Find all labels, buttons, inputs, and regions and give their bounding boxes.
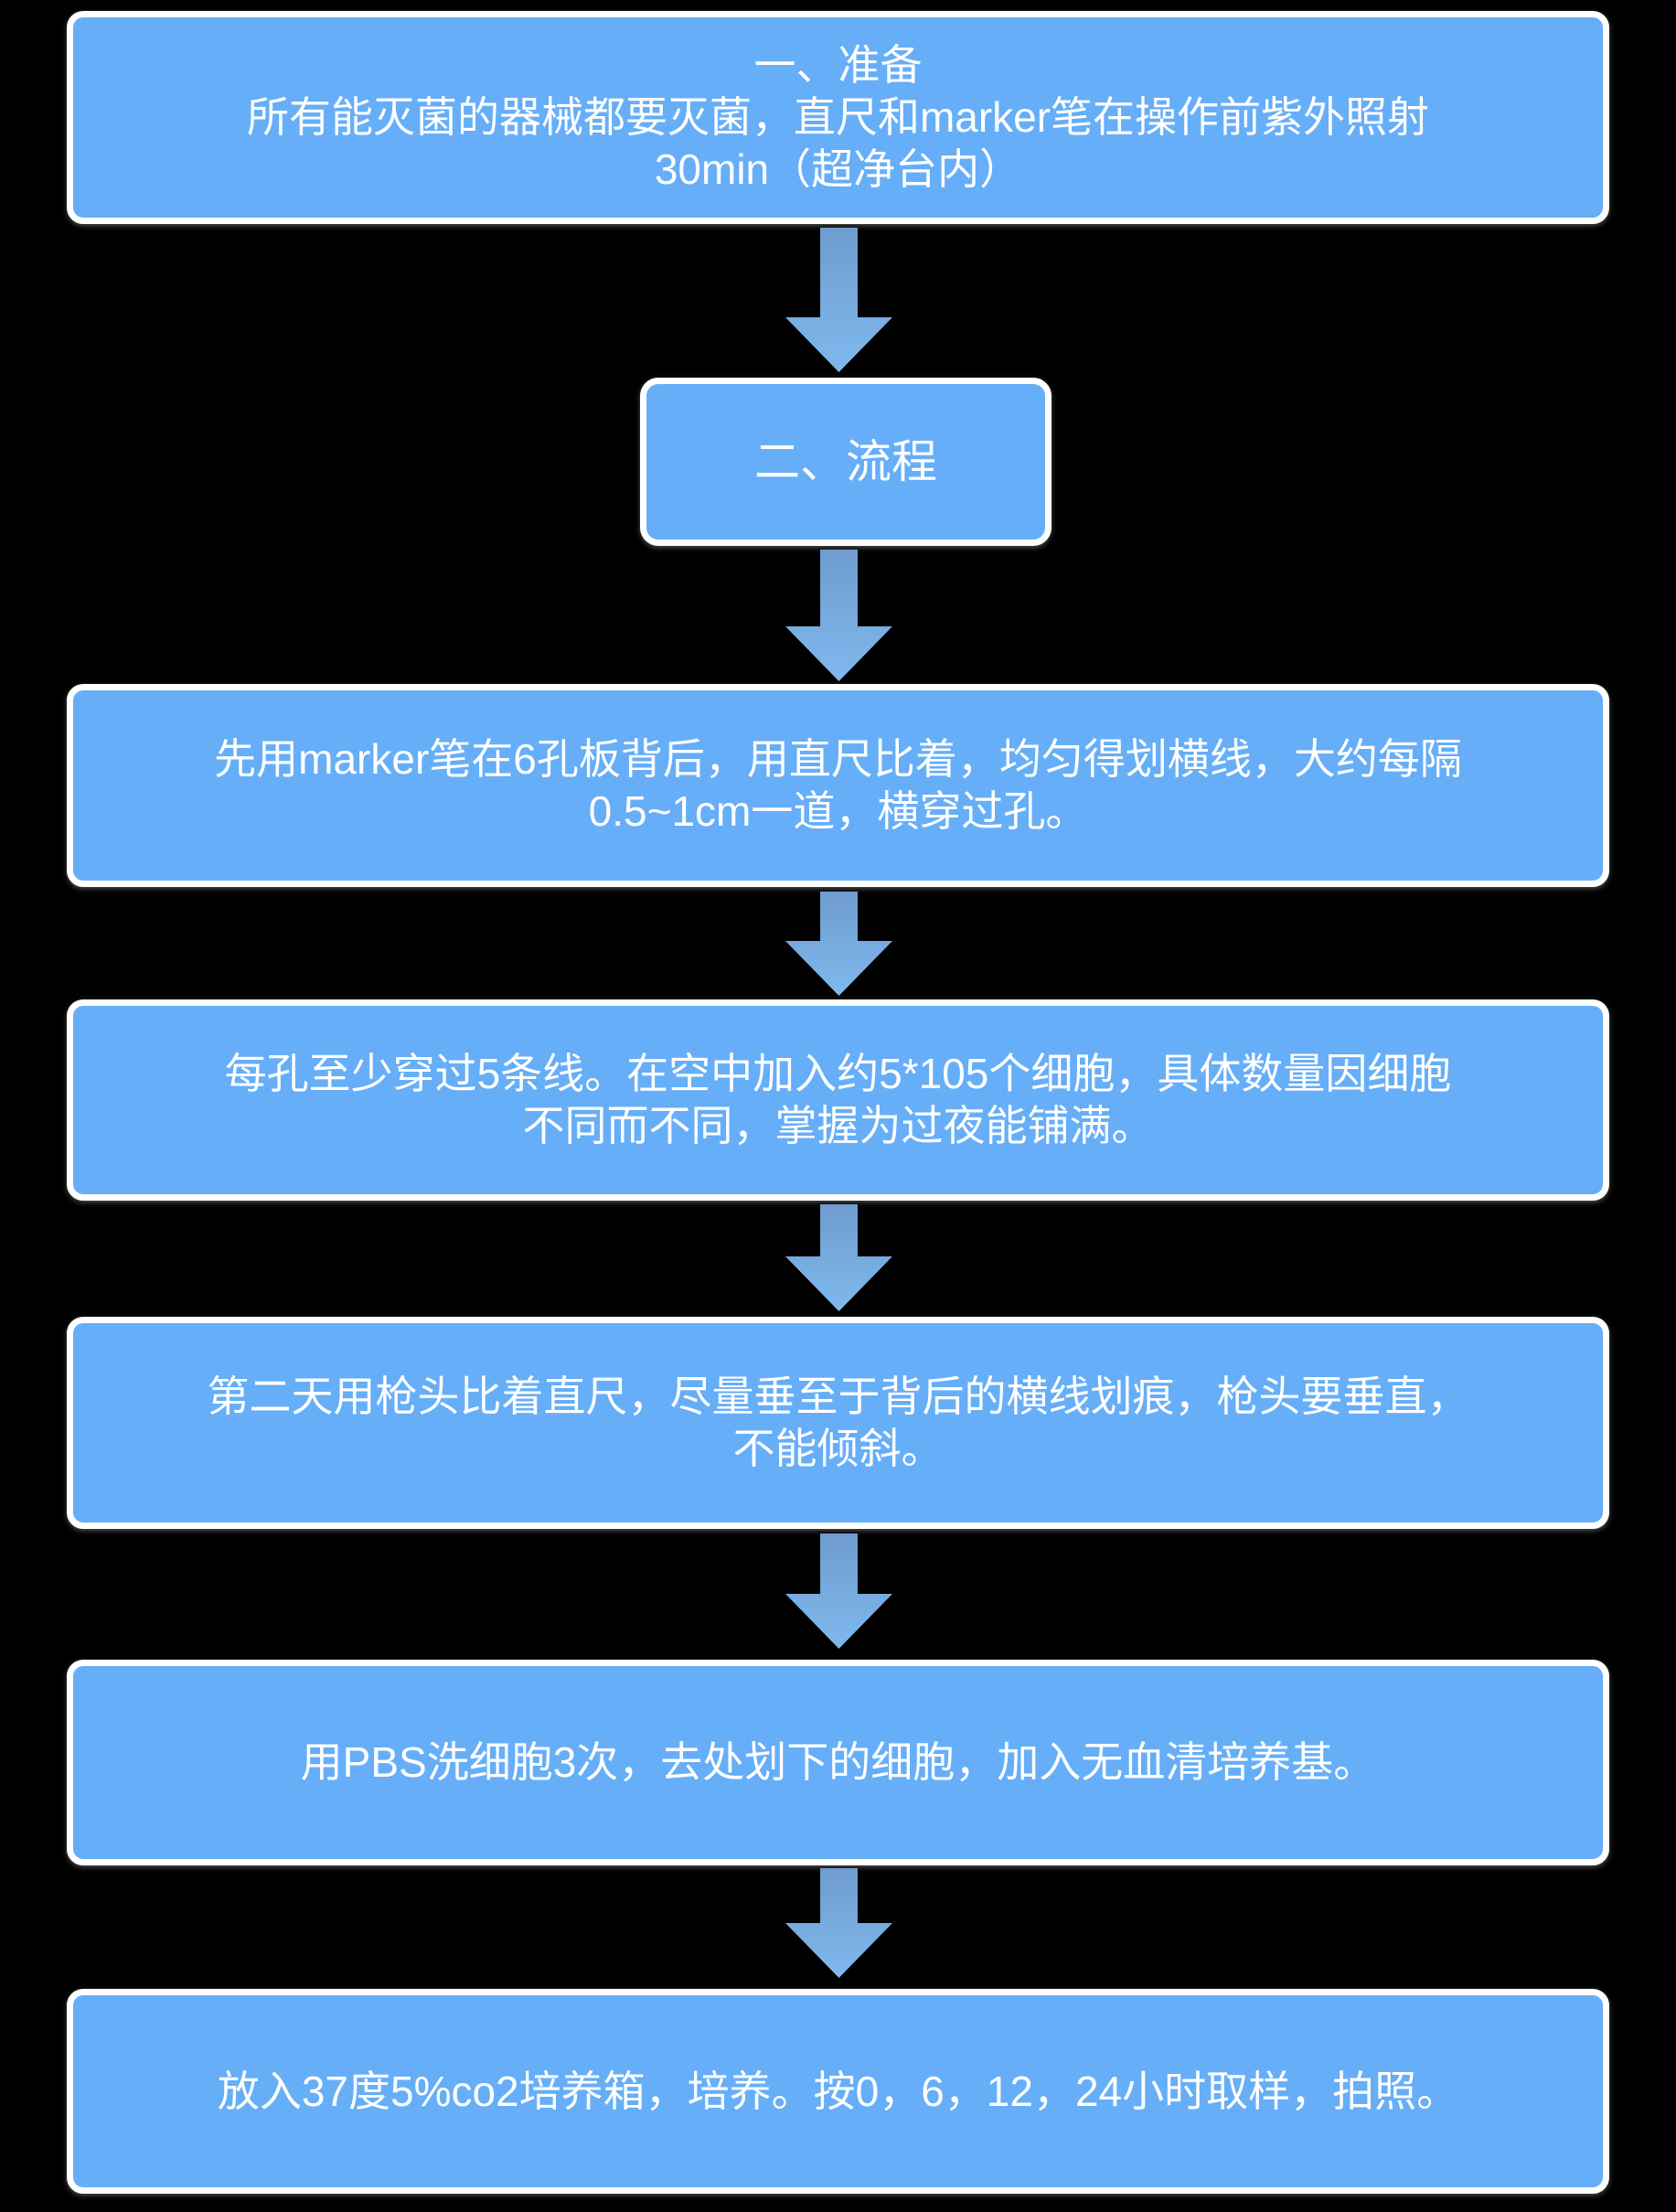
step-text-line: 30min（超净台内） [654, 145, 1022, 193]
step-text-line: 一、准备 [753, 41, 923, 89]
flow-step-incubate: 放入37度5%co2培养箱，培养。按0，6，12，24小时取样，拍照。 [67, 1989, 1609, 2194]
flow-step-wash: 用PBS洗细胞3次，去处划下的细胞，加入无血清培养基。 [67, 1660, 1609, 1865]
step-text-line: 先用marker笔在6孔板背后，用直尺比着，均匀得划横线，大约每隔 [214, 735, 1462, 783]
down-arrow-icon [785, 892, 892, 996]
flow-step-seed-cells: 每孔至少穿过5条线。在空中加入约5*105个细胞，具体数量因细胞 不同而不同，掌… [67, 999, 1609, 1201]
down-arrow-icon [785, 228, 892, 372]
flow-step-draw-lines: 先用marker笔在6孔板背后，用直尺比着，均匀得划横线，大约每隔 0.5~1c… [67, 684, 1609, 887]
step-text-line: 所有能灭菌的器械都要灭菌，直尺和marker笔在操作前紫外照射 [246, 93, 1430, 141]
flow-step-scratch: 第二天用枪头比着直尺，尽量垂至于背后的横线划痕，枪头要垂直， 不能倾斜。 [67, 1317, 1609, 1529]
down-arrow-icon [785, 1204, 892, 1311]
down-arrow-icon [785, 550, 892, 681]
step-text-line: 不能倾斜。 [732, 1425, 944, 1472]
step-text-line: 0.5~1cm一道，横穿过孔。 [588, 787, 1088, 835]
step-text-line: 用PBS洗细胞3次，去处划下的细胞，加入无血清培养基。 [300, 1738, 1376, 1786]
step-text-line: 第二天用枪头比着直尺，尽量垂至于背后的横线划痕，枪头要垂直， [207, 1373, 1469, 1420]
flow-step-process-header: 二、流程 [640, 378, 1052, 546]
step-text-line: 二、流程 [754, 435, 937, 487]
step-text-line: 不同而不同，掌握为过夜能铺满。 [522, 1102, 1154, 1149]
step-text-line: 每孔至少穿过5条线。在空中加入约5*105个细胞，具体数量因细胞 [224, 1050, 1452, 1097]
flow-step-prep: 一、准备 所有能灭菌的器械都要灭菌，直尺和marker笔在操作前紫外照射 30m… [67, 11, 1609, 224]
step-text-line: 放入37度5%co2培养箱，培养。按0，6，12，24小时取样，拍照。 [217, 2067, 1459, 2115]
down-arrow-icon [785, 1533, 892, 1649]
down-arrow-icon [785, 1868, 892, 1978]
